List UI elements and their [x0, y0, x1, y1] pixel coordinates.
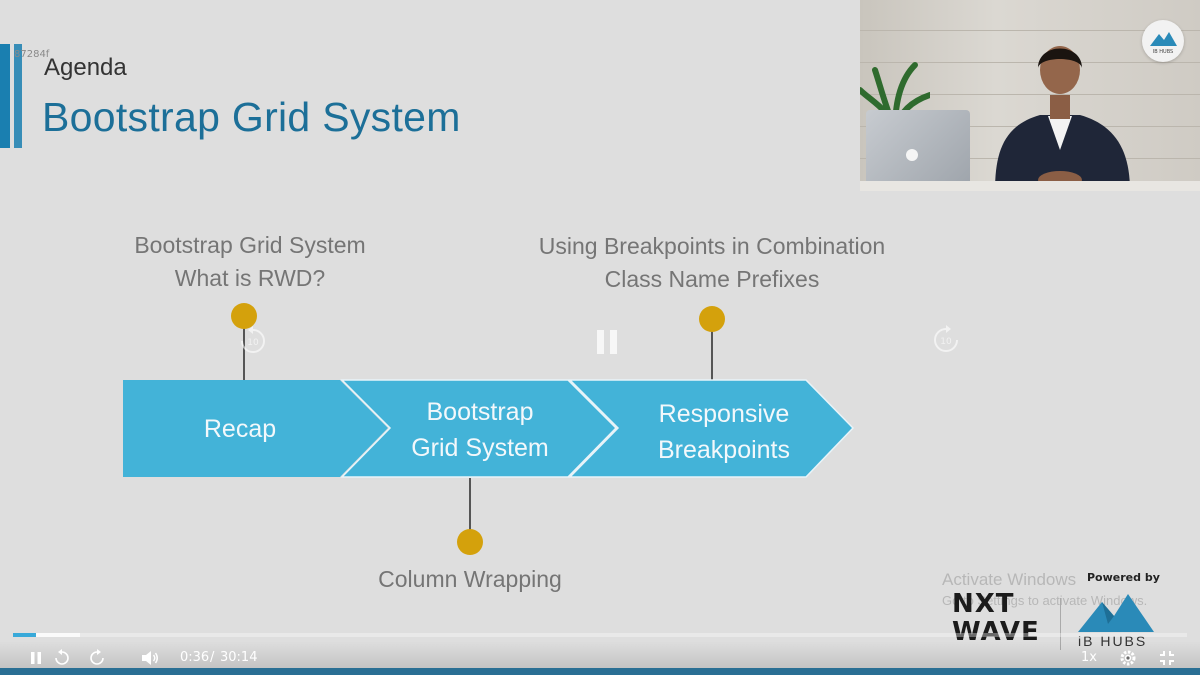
nxtwave-logo: NXT WAVE [952, 589, 1040, 647]
svg-text:10: 10 [940, 337, 952, 347]
milestone-label-1: Bootstrap Grid System What is RWD? [134, 232, 366, 291]
plant-image [860, 62, 930, 130]
progress-buffered [13, 633, 80, 637]
forward-10-icon: 10 [934, 325, 958, 352]
stage-label-grid: Bootstrap Grid System [411, 398, 549, 462]
arrow-stage-grid [340, 379, 618, 478]
milestone-label-2: Using Breakpoints in Combination Class N… [538, 233, 886, 292]
settings-gear-icon [1120, 650, 1136, 666]
overlay-pause-button[interactable] [593, 326, 623, 358]
slide-subtitle: Agenda [44, 54, 127, 81]
ibhubs-logo-badge: IB HUBS [1142, 20, 1184, 62]
exit-fullscreen-button[interactable] [1154, 641, 1180, 675]
watermark-id: 87284f [14, 49, 50, 60]
arrow-stage-recap [123, 380, 388, 477]
svg-text:IB HUBS: IB HUBS [1153, 49, 1173, 55]
pause-icon [597, 330, 617, 354]
milestone-dot-1 [231, 303, 257, 329]
settings-button[interactable] [1115, 641, 1141, 675]
overlay-forward-button[interactable]: 10 [929, 323, 963, 357]
svg-text:10: 10 [247, 338, 259, 348]
powered-by-label: Powered by [1087, 571, 1160, 584]
current-time: 0:36 [180, 650, 210, 665]
forward-10-button[interactable] [85, 641, 109, 675]
milestone-stem-1 [243, 318, 245, 380]
milestone-stem-3 [469, 478, 471, 534]
milestone-stem-2 [711, 320, 713, 382]
time-separator: / [210, 650, 215, 665]
milestone-dot-2 [699, 306, 725, 332]
bottom-strip [0, 668, 1200, 675]
pause-button[interactable] [24, 641, 48, 675]
ibhubs-mountain-logo [1078, 594, 1154, 632]
presenter-webcam: IB HUBS [860, 0, 1200, 191]
playback-speed-button[interactable]: 1x [1081, 650, 1097, 665]
volume-icon [142, 651, 158, 665]
slide-title: Bootstrap Grid System [42, 94, 461, 140]
forward-10-icon [90, 649, 104, 665]
slide-accent-bar [0, 44, 10, 148]
arrow-stage-breakpoints [568, 379, 855, 478]
duration: 30:14 [220, 650, 258, 665]
windows-settings-watermark: Go to Settings to activate Windows. [942, 593, 1148, 608]
rewind-10-button[interactable] [50, 641, 74, 675]
rewind-10-icon [55, 649, 69, 665]
slide-accent-bar-secondary [14, 44, 22, 148]
stage-label-recap: Recap [203, 415, 277, 443]
volume-button[interactable] [138, 641, 162, 675]
progress-played [13, 633, 37, 637]
laptop-image [866, 110, 970, 188]
exit-fullscreen-icon [1160, 651, 1174, 665]
overlay-rewind-button[interactable]: 10 [236, 324, 270, 358]
logo-divider [1060, 598, 1061, 650]
milestone-label-3: Column Wrapping [378, 566, 562, 592]
pause-icon [31, 652, 41, 664]
ibhubs-wordmark: iB HUBS [1078, 633, 1147, 649]
windows-activate-watermark: Activate Windows [942, 570, 1077, 589]
progress-bar[interactable] [13, 633, 1187, 637]
milestone-dot-3 [457, 529, 483, 555]
replay-10-icon: 10 [241, 326, 265, 353]
stage-label-breakpoints: Responsive Breakpoints [657, 400, 791, 464]
